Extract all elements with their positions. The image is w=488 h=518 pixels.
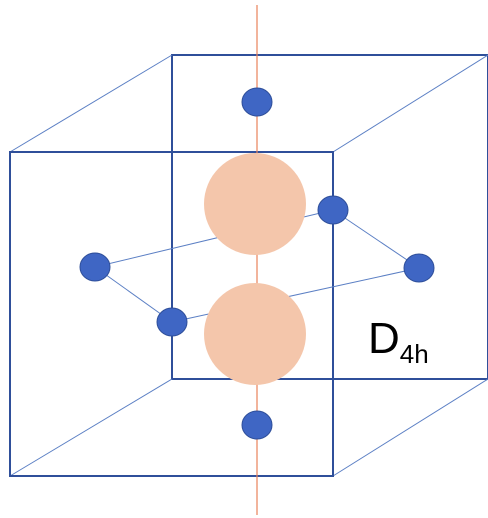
point-group-subscript: 4h: [400, 339, 429, 369]
axial-ligand-bottom: [241, 410, 273, 440]
cube-back-face: [171, 54, 488, 380]
cube-edge-top-left: [9, 54, 173, 153]
equatorial-ligand-back: [317, 195, 349, 225]
equatorial-ligand-left: [79, 252, 111, 282]
equatorial-bond-4: [94, 266, 173, 323]
cube-front-face: [9, 151, 334, 477]
central-lobe-lower: [204, 283, 306, 385]
cube-edge-bottom-left: [9, 378, 173, 477]
cube-edge-top-right: [332, 54, 488, 153]
axial-ligand-top: [241, 87, 273, 117]
cube-edge-bottom-right: [332, 378, 488, 477]
point-group-main: D: [368, 314, 400, 363]
equatorial-bond-2: [332, 209, 420, 269]
equatorial-ligand-right: [403, 253, 435, 283]
point-group-label: D4h: [368, 314, 429, 369]
equatorial-ligand-front: [156, 307, 188, 337]
central-lobe-upper: [204, 153, 306, 255]
